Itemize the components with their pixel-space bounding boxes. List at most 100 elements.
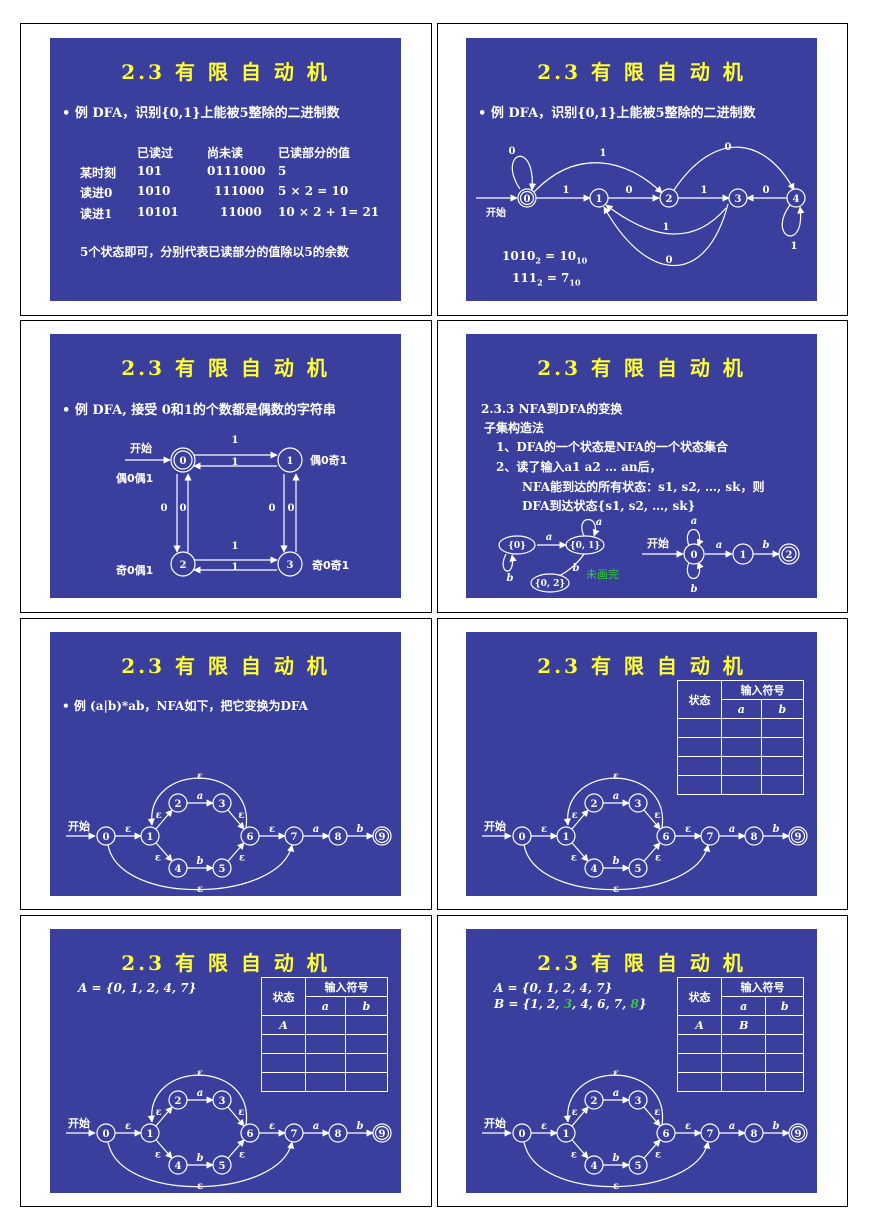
edge-label: 0 [626, 185, 633, 196]
edge-label: 1 [791, 241, 798, 252]
state-1: 1 [596, 194, 603, 205]
cell: 11000 [220, 205, 262, 219]
edge-label: 0 [509, 146, 516, 157]
edge-label: ε [541, 1121, 547, 1132]
table-header-a: a [305, 996, 346, 1016]
nfa-state-label: 8 [751, 1129, 758, 1140]
row-label: 某时刻 [80, 166, 117, 180]
edge-label: b [773, 824, 780, 835]
edge-label: b [197, 856, 204, 867]
nfa-state-label: 6 [663, 832, 670, 843]
edge-label: ε [685, 1121, 691, 1132]
edge-label: ε [269, 824, 275, 835]
table-row [677, 775, 805, 795]
cell: 0111000 [207, 164, 266, 178]
slide-title: 2.3 有 限 自 动 机 [537, 60, 746, 84]
table-header-state: 状态 [261, 977, 306, 1016]
edge-label: a [691, 516, 697, 527]
cell: 5 × 2 = 10 [278, 184, 349, 198]
nfa-state-label: 8 [335, 832, 342, 843]
edge-label: ε [655, 852, 661, 863]
edge-label: ε [197, 1181, 203, 1192]
nfa-state-3 [212, 793, 232, 813]
slide-title: 2.3 有 限 自 动 机 [537, 356, 746, 380]
slide-title: 2.3 有 限 自 动 机 [537, 951, 746, 975]
nfa-state-8 [744, 1123, 764, 1143]
eq-part: = 7 [542, 271, 570, 285]
col-header: 已读过 [137, 146, 174, 160]
edge-label: ε [239, 852, 245, 863]
slide-3: 2.3 有 限 自 动 机 • 例 DFA, 接受 0和1的个数都是偶数的字符串… [50, 334, 401, 598]
edge-label: ε [613, 1181, 619, 1192]
nfa-state-label: 2 [175, 1096, 182, 1107]
edge-label: a [729, 1121, 735, 1132]
nfa-state-0 [96, 826, 116, 846]
edge-label: b [507, 573, 514, 584]
set-part: B = {1, 2, [494, 997, 564, 1011]
cell: 101 [137, 164, 163, 178]
edge-label: ε [685, 824, 691, 835]
edge-label: a [613, 1088, 619, 1099]
nfa-state-7 [700, 826, 720, 846]
edge-label: 1 [663, 222, 670, 233]
edge-label: 1 [232, 435, 239, 446]
accept-ring [374, 1125, 390, 1141]
cell: 10 × 2 + 1= 21 [278, 205, 380, 219]
eq-part: 111 [512, 271, 538, 285]
edge-label: a [197, 1088, 203, 1099]
accept-ring [790, 1125, 806, 1141]
nfa-state-4 [168, 1155, 188, 1175]
edge-label: ε [155, 852, 161, 863]
edge-label: ε [156, 810, 162, 821]
slide-1: 2.3 有 限 自 动 机 • 例 DFA，识别{0,1}上能被5整除的二进制数… [50, 38, 401, 301]
table-row [677, 737, 805, 757]
state-2: 2 [180, 560, 187, 571]
edge-label: a [613, 791, 619, 802]
table-row [677, 756, 805, 776]
edge-label: 1 [563, 185, 570, 196]
nfa-edge [571, 1106, 589, 1127]
nfa-edge [563, 777, 663, 829]
accept-ring [790, 828, 806, 844]
nfa-edge [643, 1106, 661, 1127]
nfa-state-label: 6 [247, 832, 254, 843]
nfa-edge [155, 809, 173, 830]
table-row [261, 1053, 389, 1073]
nfa-state-label: 5 [635, 864, 642, 875]
eq-sub: 2 [535, 255, 541, 266]
nfa-state-label: 4 [175, 864, 182, 875]
nfa-edge [155, 842, 173, 862]
nfa-edge [147, 777, 247, 829]
nfa-edge [523, 844, 711, 891]
nfa-state-label: 1 [563, 832, 570, 843]
nfa-state-label: 8 [751, 832, 758, 843]
edge-label: ε [572, 810, 578, 821]
edge-label: b [197, 1153, 204, 1164]
edge-label: ε [197, 884, 203, 895]
nfa-state-2 [584, 793, 604, 813]
state-1: 1 [287, 456, 294, 467]
nfa-state-label: 0 [519, 1129, 526, 1140]
edge-label: 0 [725, 142, 732, 153]
nfa-state-label: 4 [591, 864, 598, 875]
table-header-input: 输入符号 [721, 977, 804, 997]
state-0: 0 [524, 194, 531, 205]
heading: 2.3.3 NFA到DFA的变换 [481, 402, 623, 416]
edge-label: 1 [232, 541, 239, 552]
nfa-edge [155, 1106, 173, 1127]
nfa-state-2 [168, 793, 188, 813]
state-0: 0 [691, 550, 698, 561]
edge-label: b [357, 1121, 364, 1132]
edge-label: a [197, 791, 203, 802]
table-header-a: a [720, 996, 767, 1016]
state-2: 2 [666, 194, 673, 205]
nfa-state-label: 2 [591, 1096, 598, 1107]
edge-label: 0 [288, 503, 295, 514]
nfa-edge [563, 1074, 663, 1126]
nfa-state-label: 9 [379, 832, 386, 843]
edge-label: a [313, 1121, 319, 1132]
line: 2、读了输入a1 a2 … an后， [496, 460, 662, 474]
edge-label: 1 [232, 562, 239, 573]
nfa-state-8 [744, 826, 764, 846]
nfa-state-label: 2 [175, 799, 182, 810]
